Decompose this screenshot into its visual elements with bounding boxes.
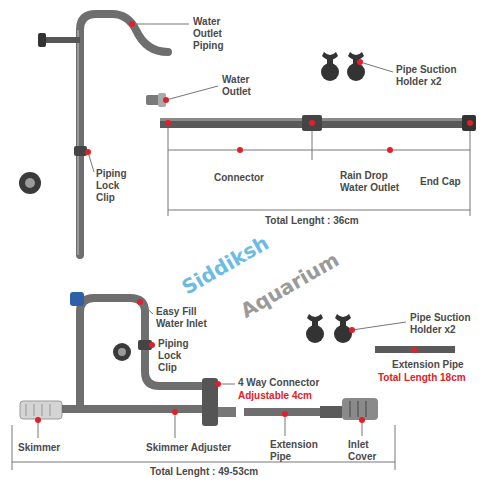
part-label: Piping Lock Clip [158, 338, 202, 374]
part-label: Connector [214, 172, 284, 184]
part-label: Pipe Suction Holder x2 [396, 64, 468, 88]
part-label: Piping Lock Clip [96, 168, 140, 204]
part-label: End Cap [420, 176, 466, 188]
part-label: Water Outlet [222, 74, 264, 98]
dimension-label: Total Lenght : 36cm [265, 215, 395, 227]
dimension-label: Adjustable 4cm [238, 390, 338, 402]
part-label: Pipe Suction Holder x2 [410, 312, 484, 336]
part-label: Extension Pipe [392, 359, 482, 371]
part-label: Rain Drop Water Outlet [340, 170, 402, 194]
part-label: Extension Pipe [270, 439, 314, 463]
part-label: 4 Way Connector [238, 377, 338, 389]
dimension-label: Total Length 18cm [378, 372, 488, 384]
part-label: Inlet Cover [348, 439, 390, 463]
part-label: Skimmer [18, 442, 74, 454]
dimension-label: Total Lenght : 49-53cm [150, 466, 300, 478]
part-label: Skimmer Adjuster [146, 442, 246, 454]
part-label: Easy Fill Water Inlet [156, 306, 214, 330]
part-label: Water Outlet Piping [193, 16, 235, 52]
